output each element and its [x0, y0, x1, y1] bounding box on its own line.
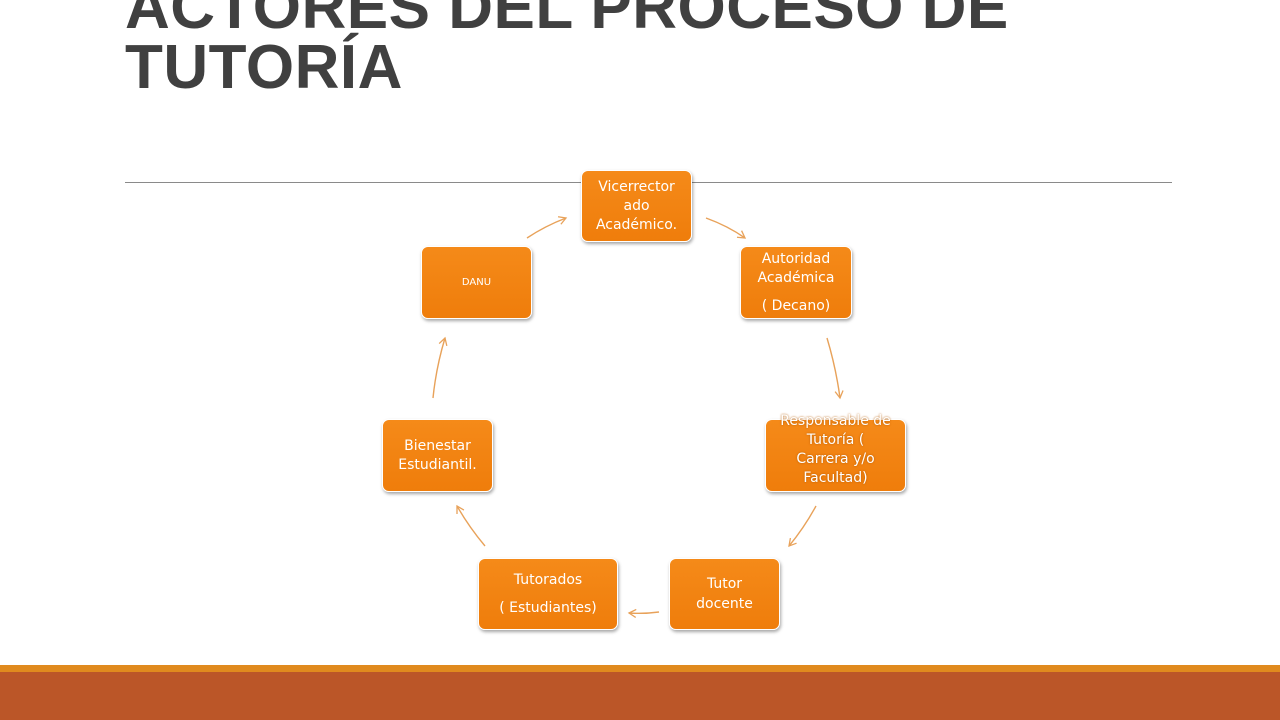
node-tutor-docente: Tutor docente: [669, 558, 780, 630]
slide-title-line-1: ACTORES DEL PROCESO DE: [125, 0, 1009, 42]
node-bienestar-estudiantil: Bienestar Estudiantil.: [382, 419, 493, 492]
node-responsable-line-3: Carrera y/o: [796, 451, 875, 467]
arrow-responsable-to-tutor: [788, 505, 817, 548]
arrow-tutor-to-tutorados: [627, 608, 660, 618]
node-autoridad-academica: Autoridad Académica ( Decano): [740, 246, 852, 319]
footer-stripe: [0, 665, 1280, 672]
node-danu: DANU: [421, 246, 532, 319]
node-vicerrectorado-line-3: Académico.: [595, 216, 678, 233]
node-bienestar-line-2: Estudiantil.: [398, 456, 477, 473]
node-autoridad-line-3: ( Decano): [761, 297, 831, 314]
node-danu-line-1: DANU: [461, 276, 492, 288]
arrow-danu-to-vicerrectorado: [526, 216, 568, 239]
node-vicerrectorado-line-1: Vicerrector: [598, 178, 675, 195]
footer-bar: [0, 672, 1280, 720]
node-autoridad-line-1: Autoridad: [761, 250, 831, 267]
node-bienestar-line-1: Bienestar: [404, 437, 471, 454]
node-tutorados-line-2: ( Estudiantes): [499, 599, 597, 616]
slide-title: ACTORES DEL PROCESO DE TUTORÍA: [125, 0, 1185, 102]
node-tutor-line-2: docente: [696, 596, 753, 612]
node-responsable-tutoria: Responsable de Tutoría ( Carrera y/o Fac…: [765, 413, 906, 492]
node-vicerrectorado-line-2: ado: [623, 197, 650, 214]
arrow-tutorados-to-bienestar: [456, 504, 486, 547]
node-responsable-line-4: Facultad): [803, 470, 868, 486]
node-tutor-line-1: Tutor: [706, 576, 743, 592]
node-autoridad-line-2: Académica: [757, 269, 835, 286]
node-tutorados-line-1: Tutorados: [513, 571, 583, 588]
node-vicerrectorado: Vicerrector ado Académico.: [581, 170, 692, 242]
node-tutorados: Tutorados ( Estudiantes): [478, 558, 618, 630]
arrow-autoridad-to-responsable: [826, 337, 844, 400]
node-responsable-line-2: Tutoría (: [806, 432, 865, 448]
arrow-vicerrectorado-to-autoridad: [705, 217, 747, 239]
arrow-bienestar-to-danu: [432, 336, 448, 399]
slide-title-line-2: TUTORÍA: [125, 33, 403, 102]
node-responsable-line-1: Responsable de: [780, 413, 891, 429]
